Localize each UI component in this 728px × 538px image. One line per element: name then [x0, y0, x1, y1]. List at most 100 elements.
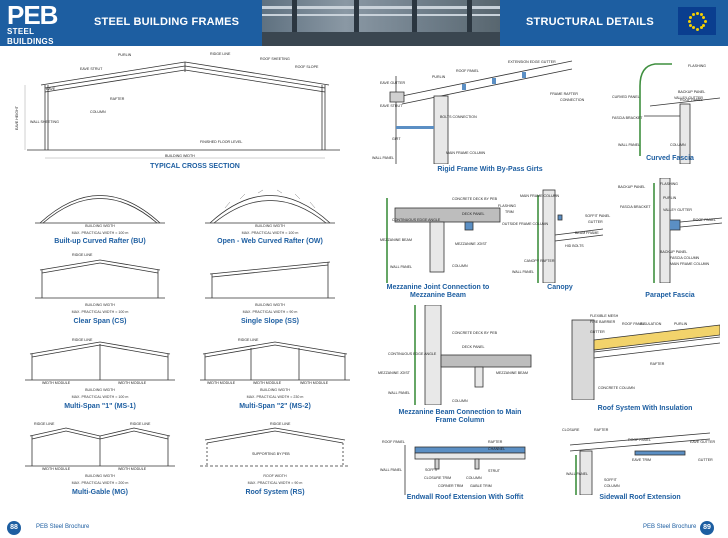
eu-star-icon [695, 27, 699, 31]
caption-frame-ms1: Multi-Span "1" (MS-1) [64, 403, 136, 410]
caption-parapet: Parapet Fascia [645, 292, 695, 299]
mezzb-label-4: MEZZANINE BEAM [496, 371, 528, 375]
caption-sidewall: Sidewall Roof Extension [599, 494, 681, 501]
label-roof-sheeting: ROOF SHEETING [260, 57, 290, 61]
detail-sidewall-drawing [569, 432, 711, 495]
fascia-label-7: COLUMN [670, 143, 686, 147]
frame-mg-ridge-b: RIDGE LINE [130, 422, 151, 426]
frame-rs-width: ROOF WIDTH [263, 474, 287, 478]
canopy-label-2: TRIM [505, 210, 514, 214]
fascia-label-1: BACKUP PANEL [678, 90, 706, 94]
endwall-label-0: ROOF PANEL [382, 440, 405, 444]
rigid-label-4: FRAME RAFTER [550, 92, 578, 96]
caption-mezzanine-joint: Mezzanine Joint Connection to Mezzanine … [386, 284, 490, 299]
frame-ss-drawing [205, 261, 335, 299]
caption-insulation: Roof System With Insulation [597, 405, 693, 412]
eu-star-icon [691, 12, 695, 16]
frame-cs-drawing [35, 259, 165, 299]
mezzj-label-4: MEZZANINE JOIST [455, 242, 487, 246]
mezzb-label-1: DECK PANEL [462, 345, 485, 349]
eu-star-icon [688, 15, 692, 19]
canopy-label-4: SOFFIT PANEL [585, 214, 611, 218]
fascia-label-6: WALL PANEL [618, 143, 641, 147]
canopy-label-1: FLASHING [498, 204, 516, 208]
parapet-label-4: VALLEY GUTTER [663, 208, 693, 212]
page-number-left: 88 [7, 521, 21, 535]
endwall-label-1: RAFTER [488, 440, 503, 444]
eu-star-icon [687, 19, 691, 23]
caption-canopy: Canopy [547, 284, 573, 291]
parapet-label-1: FLASHING [660, 182, 678, 186]
parapet-label-6: BACKUP PANEL [660, 250, 688, 254]
sidewall-label-5: EAVE TRIM [632, 458, 652, 462]
canopy-label-5: GUTTER [588, 220, 603, 224]
fascia-label-5: CURVED PANEL [612, 95, 640, 99]
mezzj-label-5: COLUMN [452, 264, 468, 268]
rigid-label-7: BOLTS CONNECTION [440, 115, 477, 119]
mezzb-label-5: WALL PANEL [388, 391, 411, 395]
frame-mg-width: BUILDING WIDTH [85, 474, 115, 478]
page-number-right: 89 [700, 521, 714, 535]
fascia-label-2: VALLEY GUTTER [674, 96, 704, 100]
parapet-label-5: ROOF PANEL [693, 218, 716, 222]
detail-curved-fascia-drawing [639, 63, 721, 164]
endwall-label-2: CHANNEL [488, 447, 506, 451]
sidewall-label-0: CLOSURE [562, 428, 580, 432]
label-building-width: BUILDING WIDTH [165, 154, 195, 158]
mezzj-label-3: MEZZANINE BEAM [380, 238, 412, 242]
parapet-label-8: MAIN FRAME COLUMN [670, 262, 710, 266]
fascia-label-3: FASCIA BRACKET [612, 116, 643, 120]
eu-star-icon [702, 15, 706, 19]
peb-logo: PEB STEEL BUILDINGS [7, 2, 75, 46]
rigid-label-0: EXTENSION EDGE GUTTER [508, 60, 556, 64]
frame-bu-width: BUILDING WIDTH [85, 224, 115, 228]
insul-label-6: CONCRETE COLUMN [598, 386, 635, 390]
eu-star-icon [699, 12, 703, 16]
label-ridge-line: RIDGE LINE [210, 52, 231, 56]
frame-cs-width: BUILDING WIDTH [85, 303, 115, 307]
sidewall-label-2: ROOF PANEL [628, 438, 651, 442]
typical-cross-section-drawing [24, 61, 340, 159]
frame-mg-ridge-a: RIDGE LINE [34, 422, 55, 426]
frame-ss-width: BUILDING WIDTH [255, 303, 285, 307]
detail-canopy-drawing [537, 189, 604, 283]
eu-flag-icon [678, 7, 716, 35]
insul-label-2: ROOF PANEL [622, 322, 645, 326]
frame-rs-support: SUPPORTING BY PEB [252, 452, 290, 456]
caption-frame-mg: Multi-Gable (MG) [72, 489, 128, 496]
label-eave-height: EAVE HEIGHT [15, 106, 19, 130]
mezzb-label-6: COLUMN [452, 399, 468, 403]
eu-star-icon [702, 23, 706, 27]
frame-ms2-max: MAX. PRACTICAL WIDTH = 230 m [246, 395, 304, 399]
detail-endwall-drawing [404, 445, 526, 495]
eu-star-icon [688, 23, 692, 27]
frame-rs-max: MAX. PRACTICAL WIDTH = 90 m [247, 481, 303, 485]
eu-star-icon [703, 19, 707, 23]
frame-mg-max: MAX. PRACTICAL WIDTH = 200 m [71, 481, 129, 485]
parapet-label-0: BACKUP PANEL [618, 185, 646, 189]
mezzb-label-3: MEZZANINE JOIST [378, 371, 410, 375]
label-column: COLUMN [90, 110, 106, 114]
frame-ms2-drawing [200, 341, 350, 381]
rigid-label-2: PURLIN [432, 75, 446, 79]
parapet-label-3: PURLIN [663, 196, 677, 200]
frame-ss-max: MAX. PRACTICAL WIDTH = 90 m [242, 310, 298, 314]
rigid-label-8: GIRT [392, 137, 401, 141]
rigid-label-10: MAIN FRAME COLUMN [446, 151, 486, 155]
mezzj-label-6: WALL PANEL [390, 265, 413, 269]
caption-frame-cs: Clear Span (CS) [73, 318, 127, 325]
frame-ms1-module-b: WIDTH MODULE [118, 381, 147, 385]
caption-rigid-frame: Rigid Frame With By-Pass Girts [437, 166, 543, 173]
endwall-label-6: STRUT [488, 469, 500, 473]
frame-rs-drawing [200, 427, 350, 467]
sidewall-label-3: EAVE GUTTER [690, 440, 716, 444]
canopy-label-7: HID BOLTS [565, 244, 584, 248]
caption-typical-cross-section: TYPICAL CROSS SECTION [150, 163, 240, 170]
mezzb-label-2: CONTINUOUS EDGE ANGLE [388, 352, 437, 356]
rigid-label-3: EAVE GUTTER [380, 81, 406, 85]
frame-ms2-module-c: WIDTH MODULE [300, 381, 329, 385]
endwall-label-9: GABLE TRIM [470, 484, 492, 488]
frame-bu-max: MAX. PRACTICAL WIDTH = 100 m [71, 231, 129, 235]
caption-curved-fascia: Curved Fascia [646, 155, 694, 162]
caption-frame-rs: Roof System (RS) [245, 489, 305, 496]
